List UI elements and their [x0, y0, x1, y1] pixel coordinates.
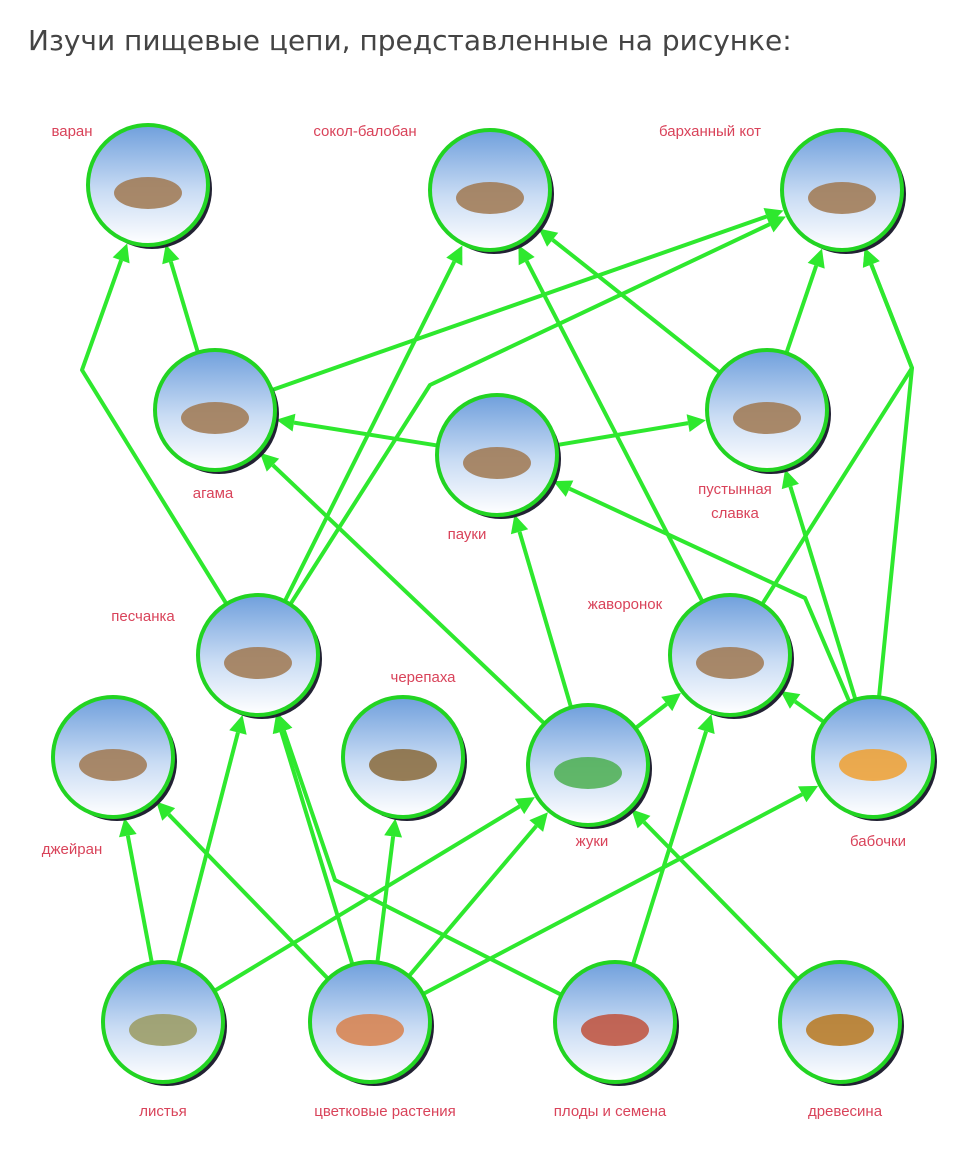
label-peschanka: песчанка	[111, 608, 175, 625]
edge-babochki-to-kot	[862, 247, 914, 702]
edge-babochki-to-zhavoronok	[780, 691, 829, 727]
arrowhead-icon	[112, 243, 130, 264]
arrowhead-icon	[118, 817, 137, 838]
edge-slavka-to-sokol	[538, 228, 725, 377]
edge-cvetkovye-to-zhuki	[404, 812, 548, 981]
arrowhead-icon	[276, 413, 296, 432]
flowering-plant-icon	[336, 1014, 404, 1046]
arrowhead-icon	[661, 692, 681, 712]
edge-pauki-to-slavka	[551, 414, 706, 448]
organism-listya	[101, 960, 227, 1086]
butterfly-icon	[839, 749, 907, 781]
edge-babochki-to-pauki	[553, 480, 853, 707]
label-zhavoronok: жаворонок	[587, 596, 663, 613]
label-drevesina: древесина	[807, 1103, 883, 1120]
label-cvetkovye: цветковые растения	[314, 1103, 456, 1120]
organism-slavka	[705, 348, 831, 474]
organism-babochki	[811, 695, 937, 821]
arrowhead-icon	[765, 216, 786, 233]
organism-cherepaha	[341, 695, 467, 821]
agama-lizard-icon	[181, 402, 249, 434]
label-agama: агама	[192, 485, 234, 502]
arrowhead-icon	[807, 248, 825, 269]
edge-zhuki-to-pauki	[510, 514, 575, 712]
edge-zhuki-to-zhavoronok	[631, 692, 681, 733]
label-dzheiran: джейран	[41, 841, 103, 858]
edge-plody-to-peschanka	[275, 713, 566, 999]
arrowhead-icon	[275, 713, 293, 734]
edge-listya-to-peschanka	[175, 715, 247, 969]
arrowhead-icon	[259, 452, 280, 472]
organism-sokol	[428, 128, 554, 254]
gazelle-icon	[79, 749, 147, 781]
label-cherepaha: черепаха	[390, 669, 456, 686]
edge-drevesina-to-zhuki	[631, 809, 803, 984]
arrowhead-icon	[697, 714, 715, 735]
organism-cvetkovye	[308, 960, 434, 1086]
organism-agama	[153, 348, 279, 474]
arrowhead-icon	[510, 514, 529, 535]
monitor-lizard-icon	[114, 177, 182, 209]
organism-plody	[553, 960, 679, 1086]
organism-dzheiran	[51, 695, 177, 821]
edge-cvetkovye-to-dzheiran	[156, 801, 333, 984]
arrowhead-icon	[514, 797, 535, 815]
organism-drevesina	[778, 960, 904, 1086]
arrowhead-icon	[384, 818, 403, 838]
arrowhead-icon	[162, 244, 180, 265]
label-zhuki: жуки	[575, 833, 609, 850]
arrowhead-icon	[529, 812, 548, 832]
label-pauki: пауки	[447, 526, 487, 543]
edge-slavka-to-kot	[783, 248, 825, 358]
arrowhead-icon	[781, 469, 799, 490]
organism-kot	[780, 128, 906, 254]
edge-listya-to-dzheiran	[118, 817, 155, 968]
spider-icon	[463, 447, 531, 479]
edge-zhuki-to-agama	[259, 452, 549, 728]
arrowhead-icon	[686, 414, 706, 433]
label-listya: листья	[139, 1103, 187, 1120]
edge-babochki-to-slavka	[781, 469, 859, 705]
arrowhead-icon	[780, 691, 801, 709]
falcon-icon	[456, 182, 524, 214]
label-plody: плоды и семена	[553, 1103, 667, 1120]
edge-agama-to-varan	[162, 244, 201, 357]
edge-pauki-to-agama	[276, 413, 443, 449]
organism-peschanka	[196, 593, 322, 719]
arrowhead-icon	[862, 247, 880, 268]
organism-zhuki	[526, 703, 652, 829]
edge-zhavoronok-to-sokol	[518, 245, 707, 607]
organism-pauki	[435, 393, 561, 519]
edge-peschanka-to-kot	[286, 216, 786, 609]
arrowhead-icon	[631, 809, 651, 829]
label-slavka: пустынная славка	[698, 481, 772, 522]
warbler-icon	[733, 402, 801, 434]
fruits-seeds-icon	[581, 1014, 649, 1046]
task-text: Изучи пищевые цепи, представленные на ри…	[28, 24, 792, 57]
arrowhead-icon	[798, 785, 819, 803]
organism-zhavoronok	[668, 593, 794, 719]
label-kot: барханный кот	[659, 123, 761, 140]
arrowhead-icon	[518, 245, 535, 266]
edge-cvetkovye-to-cherepaha	[374, 818, 403, 967]
arrowhead-icon	[156, 801, 176, 821]
wood-icon	[806, 1014, 874, 1046]
organism-varan	[86, 123, 212, 249]
arrowhead-icon	[446, 245, 463, 266]
arrowhead-icon	[229, 715, 247, 735]
edge-listya-to-zhuki	[209, 797, 535, 995]
label-babochki: бабочки	[850, 833, 906, 850]
leaves-icon	[129, 1014, 197, 1046]
arrowhead-icon	[553, 480, 574, 497]
edge-peschanka-to-varan	[80, 243, 231, 609]
edge-cvetkovye-to-babochki	[418, 785, 819, 998]
beetle-icon	[554, 757, 622, 789]
gerbil-icon	[224, 647, 292, 679]
lark-icon	[696, 647, 764, 679]
label-varan: варан	[51, 123, 93, 140]
tortoise-icon	[369, 749, 437, 781]
sand-cat-icon	[808, 182, 876, 214]
label-sokol: сокол-балобан	[313, 123, 417, 140]
arrowhead-icon	[538, 228, 559, 247]
